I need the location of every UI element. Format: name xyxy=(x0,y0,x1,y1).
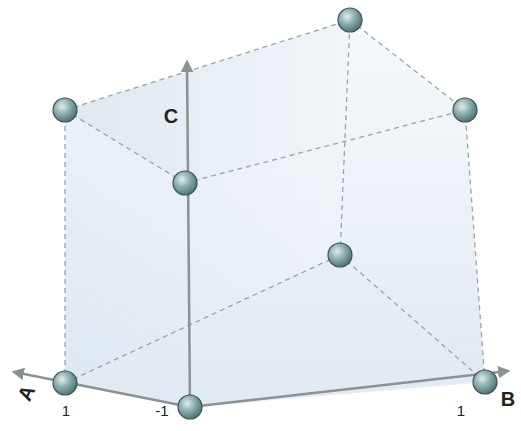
axis-value: -1 xyxy=(155,403,168,418)
axis-value: 1 xyxy=(457,403,465,418)
design-points xyxy=(53,8,497,419)
axis-value: 1 xyxy=(62,403,70,418)
axes xyxy=(14,62,508,407)
cube-face xyxy=(65,110,190,407)
cube-edges xyxy=(65,20,485,383)
axis-label: A xyxy=(14,382,38,404)
axis-label: C xyxy=(164,106,178,126)
cube-face xyxy=(185,110,485,407)
axis-label: B xyxy=(501,389,515,409)
